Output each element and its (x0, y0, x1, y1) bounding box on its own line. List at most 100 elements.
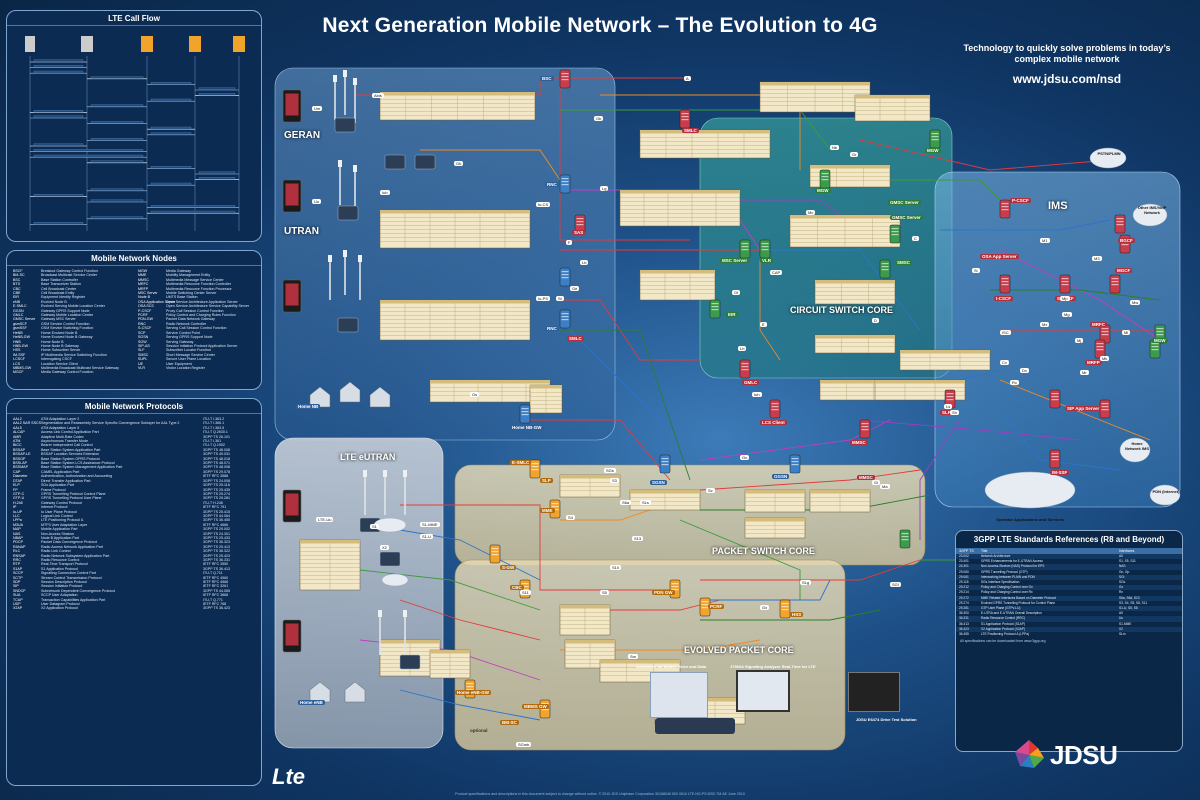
ggsn-server-icon[interactable] (789, 454, 801, 474)
mgw-server-icon[interactable] (819, 169, 831, 189)
protocol-description: Session Description Protocol (41, 580, 87, 585)
node-description: Subscriber Locator Function (166, 348, 211, 353)
mme-server-icon[interactable] (549, 499, 561, 519)
antenna-tower-icon (403, 610, 407, 655)
henbgw-server-icon[interactable] (464, 679, 476, 699)
network-cloud (1119, 437, 1151, 463)
eir-server-icon[interactable] (709, 299, 721, 319)
website-link[interactable]: www.jdsu.com/nsd (1012, 72, 1122, 86)
node-abbreviation: HNB-GW (13, 343, 28, 348)
call-flow-message-label (90, 104, 144, 107)
reference-title: Non-Access-Stratum (NAS) Protocol for EP… (981, 564, 1045, 569)
hnbgw-server-icon[interactable] (519, 404, 531, 424)
mmsc-server-icon[interactable] (859, 419, 871, 439)
mgw-server-icon[interactable] (929, 129, 941, 149)
scscf-server-icon[interactable] (1059, 274, 1071, 294)
pcscf-server-icon[interactable] (999, 199, 1011, 219)
mgcf-server-icon[interactable] (1109, 274, 1121, 294)
region-label-epc: EVOLVED PACKET CORE (684, 645, 794, 655)
protocol-description: Radio Link Control (41, 549, 71, 554)
protocol-spec: IETF RFC 3550 (203, 562, 229, 567)
hss-server-icon[interactable] (779, 599, 791, 619)
footer-text: Product specifications and descriptions … (455, 792, 745, 796)
interface-link (859, 419, 1081, 441)
call-flow-message-label (90, 188, 144, 191)
reference-title: X2 Application Protocol (X2AP) (981, 626, 1025, 631)
mgw-server-icon[interactable] (899, 529, 911, 549)
sipas-server-icon[interactable] (1099, 399, 1111, 419)
sgsn-server-icon[interactable] (659, 454, 671, 474)
lcs-server-icon[interactable] (769, 399, 781, 419)
call-flow-message-label (150, 98, 192, 102)
interface-label: D (872, 318, 879, 323)
bgcf-server-icon[interactable] (1114, 214, 1126, 234)
interface-label: Mg (1062, 312, 1072, 317)
imssf-server-icon[interactable] (1049, 449, 1061, 469)
call-flow-title: LTE Call Flow (7, 11, 261, 26)
antenna-tower-icon (363, 470, 367, 515)
node-label-rnc2: RNC (545, 326, 559, 331)
vlr-server-icon[interactable] (759, 239, 771, 259)
osa-server-icon[interactable] (1049, 389, 1061, 409)
node-abbreviation: EIR (13, 295, 19, 300)
protocol-stack-table (814, 334, 896, 354)
msc-server-icon[interactable] (739, 239, 751, 259)
node-abbreviation: BSCF (13, 269, 23, 273)
node-abbreviation: GMSC Server (13, 317, 36, 322)
base-station-enb-icon (399, 654, 421, 670)
protocol-spec: ITU-T Q.711 (203, 571, 223, 576)
mgw-server-icon[interactable] (1149, 339, 1161, 359)
gmlc-server-icon[interactable] (739, 359, 751, 379)
node-description: Multimedia Message Service Center (166, 277, 224, 282)
node-abbreviation: CBC (13, 286, 21, 291)
node-label-mmsc: MMSC (850, 440, 868, 445)
protocol-abbreviation: CAP (13, 469, 21, 474)
eslmc-server-icon[interactable] (529, 459, 541, 479)
interface-label: Gf (732, 290, 741, 295)
smlc-server-icon[interactable] (679, 109, 691, 129)
protocol-spec: 3GPP TS 48.071 (203, 461, 231, 466)
mme-server-icon[interactable] (559, 267, 571, 287)
bsc-server-icon[interactable] (559, 69, 571, 89)
node-description: Evolved Serving Mobile Location Center (41, 304, 105, 309)
reference-title: Policy and Charging Control over Rx (981, 590, 1033, 595)
interface-link (759, 260, 781, 361)
node-description: Media Gateway Control Function (41, 370, 94, 375)
ue-phone-icon (282, 89, 302, 123)
node-abbreviation: IM-SSF (13, 352, 26, 357)
slf-server-icon[interactable] (944, 389, 956, 409)
gmsc-server-icon[interactable] (889, 224, 901, 244)
sgw-server-icon[interactable] (489, 544, 501, 564)
call-flow-message-label (198, 87, 236, 90)
interface-label: S1-MME (420, 522, 440, 527)
rnc-server-icon[interactable] (559, 309, 571, 329)
rnc-server-icon[interactable] (559, 174, 571, 194)
icscf-server-icon[interactable] (999, 274, 1011, 294)
protocol-spec: ITU-T I.366.1 (203, 421, 225, 426)
mbmsgw-server-icon[interactable] (539, 699, 551, 719)
node-description: Gateway MSC Server (41, 317, 76, 322)
call-flow-message-label (90, 76, 144, 79)
smsc-server-icon[interactable] (879, 259, 891, 279)
base-station-bts-icon (334, 117, 356, 133)
entity-ue-icon (25, 36, 35, 52)
node-abbreviation: SUPL (138, 357, 148, 362)
node-label-bsc: BSC (540, 76, 554, 81)
protocol-spec: 3GPP TS 36.455 (203, 518, 231, 523)
protocol-spec: IETF RFC 3261 (203, 584, 229, 589)
protocol-abbreviation: H.248 (13, 500, 23, 505)
protocol-abbreviation: AAL2 (13, 417, 22, 421)
protocol-spec: 3GPP TS 36.323 (203, 540, 231, 545)
pdngw-server-icon[interactable] (669, 579, 681, 599)
call-flow-message-label (150, 182, 192, 186)
node-label-sas: SAS (572, 230, 586, 235)
protocol-stack-table (379, 91, 536, 121)
protocol-spec: 3GPP TS 36.331 (203, 558, 231, 562)
